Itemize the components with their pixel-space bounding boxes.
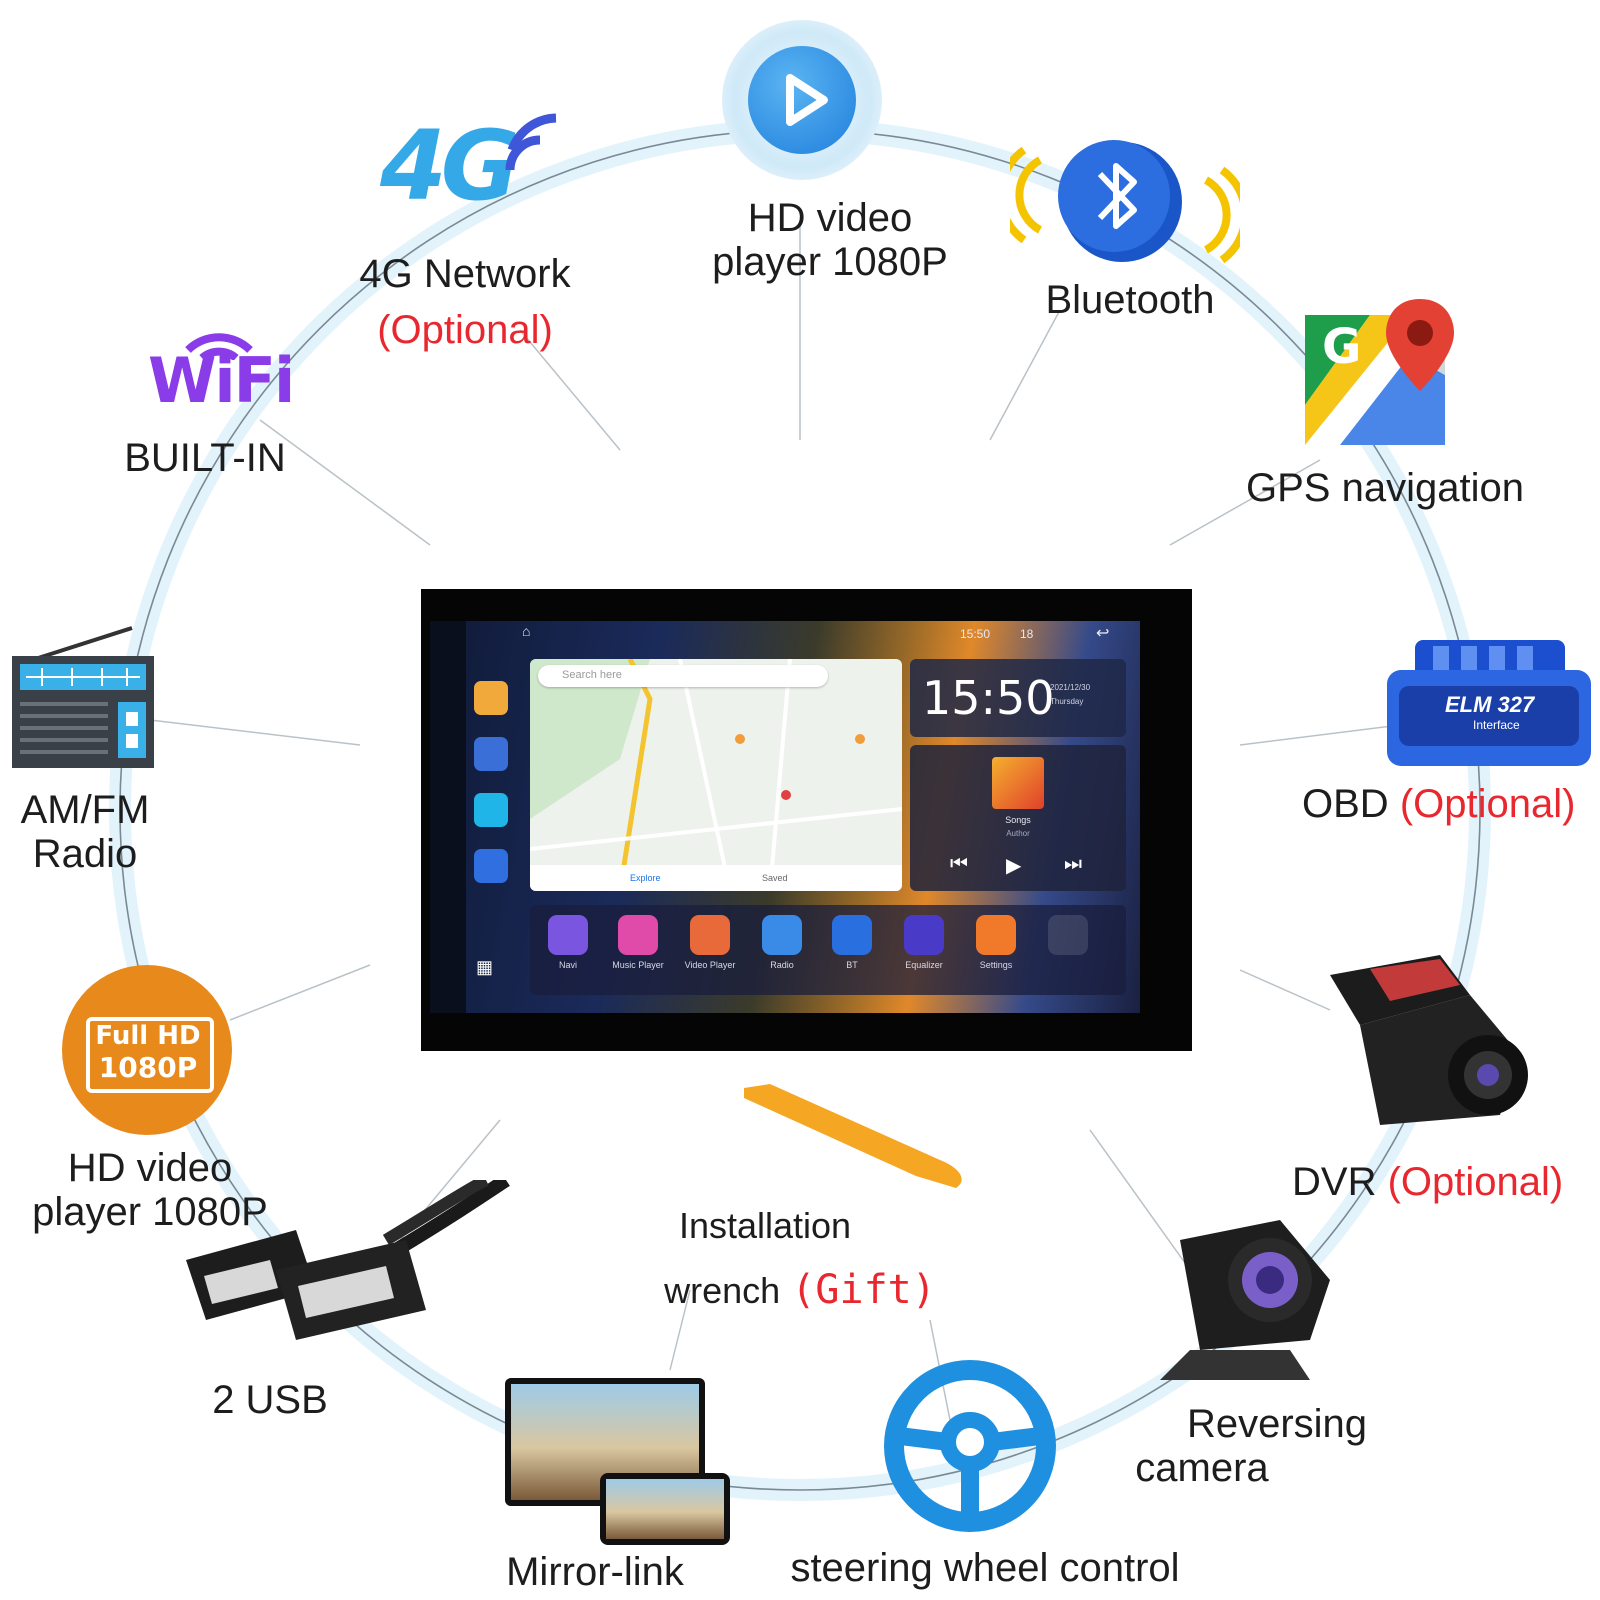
wifi-label: BUILT-IN [124,436,286,480]
song-title: Songs [1005,815,1031,825]
steering-label: steering wheel control [790,1546,1180,1590]
search-placeholder: Search here [562,669,622,681]
map-tab-saved[interactable]: Saved [762,873,788,883]
folder-icon[interactable] [474,681,508,715]
hd-video-top-label: HD video player 1080P [712,196,948,284]
video-icon [690,915,730,955]
wifi-icon: WiFi [140,320,300,420]
music-icon [618,915,658,955]
dock-item-empty[interactable] [1038,915,1098,987]
bluetooth-label: Bluetooth [1045,278,1215,322]
dock-item-bt[interactable]: BT [822,915,882,987]
back-icon[interactable]: ↩ [1096,625,1110,642]
equalizer-icon [904,915,944,955]
reversing-camera-label: Reversing camera [1135,1402,1368,1490]
dock-item-video[interactable]: Video Player [680,915,740,987]
dock-item-navi[interactable]: Navi [538,915,598,987]
album-art [992,757,1044,809]
usb-label: 2 USB [212,1378,328,1422]
4g-network-label: 4G Network (Optional) [359,252,571,352]
bluetooth-icon [996,130,1250,270]
dock-item-equalizer[interactable]: Equalizer [894,915,954,987]
music-widget: Songs Author ⏮ ▶ ⏭ [910,745,1126,891]
map-tab-explore[interactable]: Explore [630,873,661,883]
clock-weekday: Thursday [1050,697,1084,706]
dock-item-settings[interactable]: Settings [966,915,1026,987]
map-pin-icon: G [1300,295,1470,455]
play-icon [722,20,882,180]
next-icon[interactable]: ⏭ [1064,853,1082,875]
steering-wheel-icon [884,1360,1056,1532]
wrench-label: Installation wrench (Gift) [664,1205,936,1313]
map-widget[interactable]: Search here Explore Saved [530,659,902,891]
4g-network-icon: 4G [380,110,580,230]
wrench-icon [744,1084,962,1188]
svg-text:G: G [1322,319,1361,375]
gps-label: GPS navigation [1246,466,1524,510]
navi-icon [548,915,588,955]
dvr-label: DVR (Optional) [1292,1160,1564,1204]
clock-widget: 15:50 2021/12/30 Thursday [910,659,1126,737]
home-icon[interactable]: ⌂ [522,623,531,639]
radio-app-icon [762,915,802,955]
radio-label: AM/FM Radio [20,788,150,876]
mirror-link-label: Mirror-link [506,1550,684,1594]
app-grid-icon[interactable]: ▦ [476,957,494,977]
steering-app-icon[interactable] [474,737,508,771]
side-control-bar [430,621,466,1013]
clock-time: 15:50 [922,671,1055,725]
empty-slot-icon [1048,915,1088,955]
radio-icon [12,620,157,770]
usb-icon [186,1174,516,1380]
hd-video-left-label: HD video player 1080P [32,1146,268,1234]
previous-icon[interactable]: ⏮ [950,853,968,875]
head-unit-screen: 15:50 18 ↩ ⌂ ▦ Search here Explore Saved… [430,621,1140,1013]
side-app-column: ▦ [470,661,514,1013]
dashcam-icon [1320,955,1550,1135]
status-bar: 15:50 18 ↩ ⌂ [430,621,1140,645]
obd-icon: ELM 327 Interface [1385,640,1595,770]
video-app-icon[interactable] [474,793,508,827]
full-hd-icon: Full HD 1080P [62,965,232,1135]
dock-item-music[interactable]: Music Player [608,915,668,987]
song-author: Author [1006,829,1030,838]
dock-item-radio[interactable]: Radio [752,915,812,987]
status-time: 15:50 [960,627,991,641]
obd-label: OBD (Optional) [1302,782,1576,826]
mirror-link-icon [505,1378,735,1548]
map-search-input[interactable]: Search here [538,665,828,687]
clock-date: 2021/12/30 [1050,683,1091,692]
phone-icon [832,915,872,955]
app-dock: Navi Music Player Video Player Radio BT … [530,905,1126,995]
gear-icon [976,915,1016,955]
play-button-icon[interactable]: ▶ [1006,855,1022,877]
status-extra: 18 [1020,627,1034,641]
reversing-camera-icon [1140,1220,1340,1390]
settings-app-icon[interactable] [474,849,508,883]
